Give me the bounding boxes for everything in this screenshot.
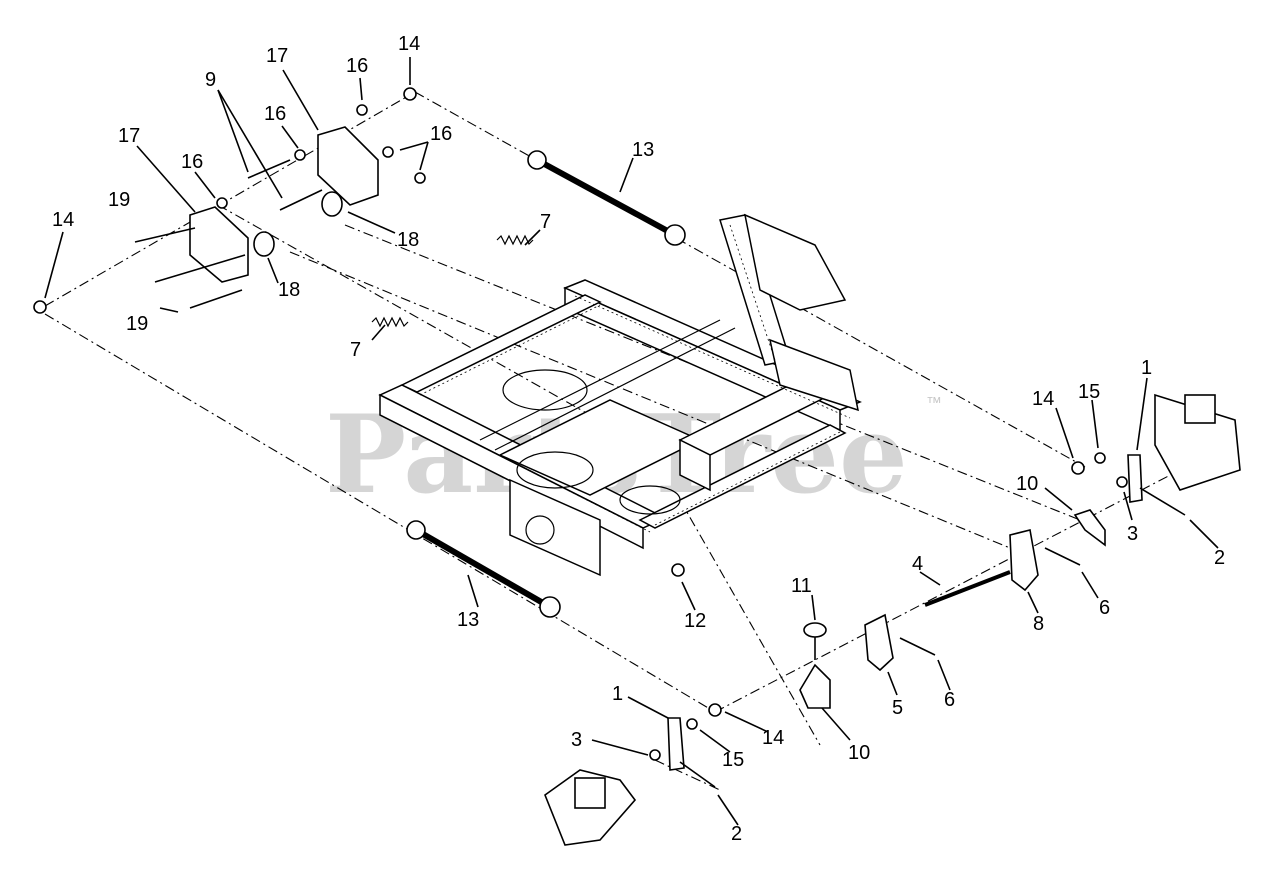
right-hardware [799,393,1241,709]
callout-label: 14 [1032,388,1054,410]
callout-label: 3 [1127,523,1138,545]
callout-label: 13 [632,139,654,161]
callout-label: 19 [108,189,130,211]
watermark-trademark: ™ [926,395,942,412]
callout-label: 3 [571,729,582,751]
callout-label: 10 [1016,473,1038,495]
leader-lines [44,57,1219,826]
callout-label: 6 [1099,597,1110,619]
callout-label: 16 [264,103,286,125]
callout-label: 14 [398,33,420,55]
callout-label: 6 [944,689,955,711]
callout-label: 7 [350,339,361,361]
callout-label: 15 [722,749,744,771]
main-frame [378,213,862,577]
callout-label: 16 [346,55,368,77]
callout-label: 18 [397,229,419,251]
callout-label: 17 [118,125,140,147]
callout-label: 7 [540,211,551,233]
callout-label: 4 [912,553,923,575]
callout-label: 2 [731,823,742,845]
callout-label: 2 [1214,547,1225,569]
lower-left-hardware [544,563,722,846]
callout-label: 14 [52,209,74,231]
callout-labels: 14 16 17 9 16 16 17 16 19 14 18 18 19 13… [52,33,1225,845]
callout-label: 5 [892,697,903,719]
callout-label: 10 [848,742,870,764]
callout-label: 19 [126,313,148,335]
callout-label: 9 [205,69,216,91]
callout-label: 17 [266,45,288,67]
springs [371,234,534,328]
callout-label: 16 [430,123,452,145]
callout-label: 16 [181,151,203,173]
callout-label: 18 [278,279,300,301]
callout-label: 15 [1078,381,1100,403]
callout-label: 8 [1033,613,1044,635]
callout-label: 11 [791,575,812,597]
drag-links [406,150,686,618]
callout-label: 12 [684,610,706,632]
callout-label: 1 [612,683,623,705]
callout-label: 13 [457,609,479,631]
left-plate-assembly [33,87,426,314]
callout-label: 14 [762,727,784,749]
callout-label: 1 [1141,357,1152,379]
